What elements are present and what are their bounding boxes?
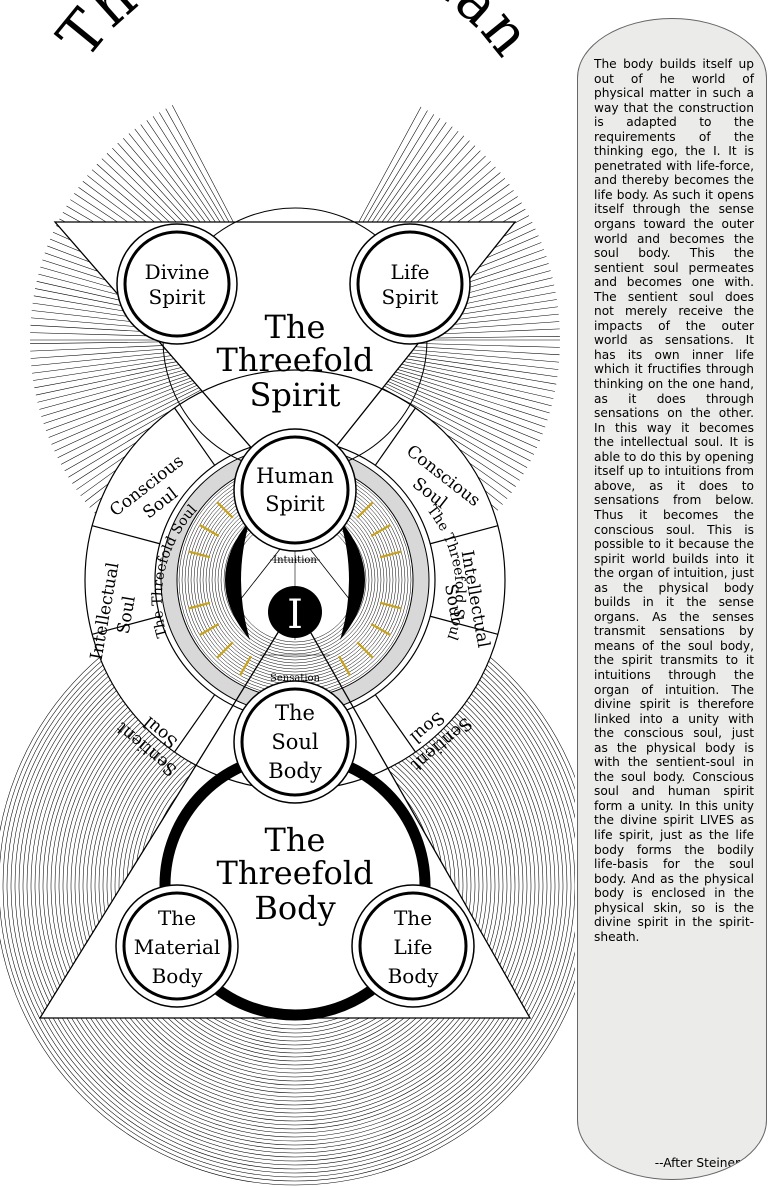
human-spirit-circle [234, 429, 356, 551]
center-i-label: I [287, 592, 303, 638]
quote-panel: The body builds itself up out of he worl… [577, 18, 767, 1180]
divine-spirit-circle [117, 224, 237, 344]
intuition-label: Intuition [273, 555, 317, 566]
life-spirit-circle [350, 224, 470, 344]
diagram-title: The Whole Man [44, 0, 546, 70]
quote-attribution: --After Steiner [655, 1156, 740, 1170]
sensation-label: Sensation [270, 673, 321, 684]
quote-text: The body builds itself up out of he worl… [594, 57, 754, 944]
